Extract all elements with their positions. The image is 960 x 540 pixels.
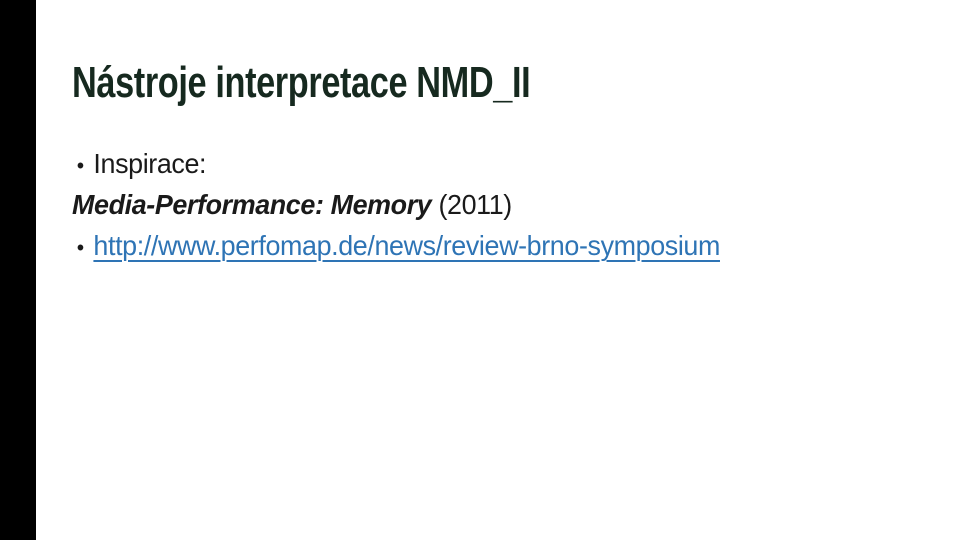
bullet-icon: • [76,153,84,178]
work-title-line: Media-Performance: Memory (2011) [72,184,720,225]
work-year: (2011) [431,189,512,220]
bullet-line-link: • http://www.perfomap.de/news/review-brno… [72,225,721,266]
perfomap-hyperlink[interactable]: http://www.perfomap.de/news/review-brno-… [93,230,720,261]
inspirace-label: Inspirace: [93,148,207,179]
slide-title: Nástroje interpretace NMD_II [72,58,531,107]
slide-body: • Inspirace: Media-Performance: Memory (2… [72,143,720,266]
bullet-line-inspirace: • Inspirace: [72,143,720,184]
bullet-icon: • [76,235,84,260]
left-edge-bar [0,0,36,540]
work-title-emphasis: Media-Performance: Memory [72,189,432,220]
